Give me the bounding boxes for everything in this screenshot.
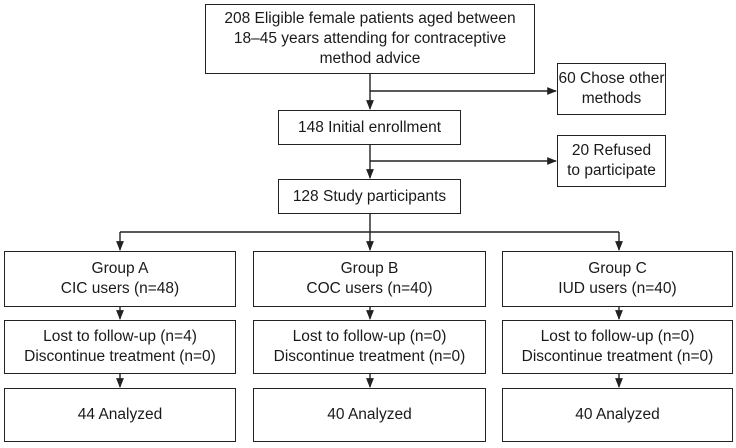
chose-other-box: 60 Chose other methods [557, 63, 666, 115]
group-c-box: Group C IUD users (n=40) [502, 251, 733, 307]
group-a-discontinue: Discontinue treatment (n=0) [24, 348, 216, 365]
initial-enrollment-label: 148 Initial enrollment [297, 118, 442, 136]
refused-box: 20 Refused to participate [557, 135, 666, 187]
group-a-box: Group A CIC users (n=48) [4, 251, 236, 307]
eligible-line-2: 18‒45 years attending for contraceptive [233, 30, 507, 47]
chose-other-line-2: methods [581, 90, 642, 107]
study-participants-box: 128 Study participants [278, 179, 461, 214]
eligible-line-1: 208 Eligible female patients aged betwee… [224, 10, 516, 27]
group-c-followup-box: Lost to follow-up (n=0) Discontinue trea… [502, 320, 733, 374]
group-b-users: COC users (n=40) [306, 280, 433, 297]
eligible-line-3: method advice [319, 50, 421, 67]
group-c-users: IUD users (n=40) [558, 280, 677, 297]
group-c-discontinue: Discontinue treatment (n=0) [521, 348, 714, 365]
group-b-lost: Lost to follow-up (n=0) [292, 328, 447, 345]
group-c-analyzed: 40 Analyzed [575, 406, 660, 423]
group-b-followup-box: Lost to follow-up (n=0) Discontinue trea… [253, 320, 486, 374]
group-a-title: Group A [91, 260, 149, 277]
refused-line-2: to participate [567, 162, 656, 179]
chose-other-line-1: 60 Chose other [558, 70, 665, 87]
group-b-box: Group B COC users (n=40) [253, 251, 486, 307]
refused-line-1: 20 Refused [571, 142, 652, 159]
group-b-title: Group B [340, 260, 399, 277]
group-a-users: CIC users (n=48) [60, 280, 180, 297]
group-a-followup-box: Lost to follow-up (n=4) Discontinue trea… [4, 320, 236, 374]
group-c-lost: Lost to follow-up (n=0) [540, 328, 695, 345]
group-c-title: Group C [588, 260, 647, 277]
group-c-analyzed-box: 40 Analyzed [502, 388, 733, 442]
group-a-analyzed-box: 44 Analyzed [4, 388, 236, 442]
group-b-discontinue: Discontinue treatment (n=0) [273, 348, 466, 365]
initial-enrollment-box: 148 Initial enrollment [278, 110, 461, 145]
group-b-analyzed-box: 40 Analyzed [253, 388, 486, 442]
group-a-analyzed: 44 Analyzed [77, 406, 163, 423]
eligible-box: 208 Eligible female patients aged betwee… [205, 4, 535, 74]
group-a-lost: Lost to follow-up (n=4) [43, 328, 197, 345]
study-participants-label: 128 Study participants [292, 187, 447, 205]
group-b-analyzed: 40 Analyzed [327, 406, 412, 423]
